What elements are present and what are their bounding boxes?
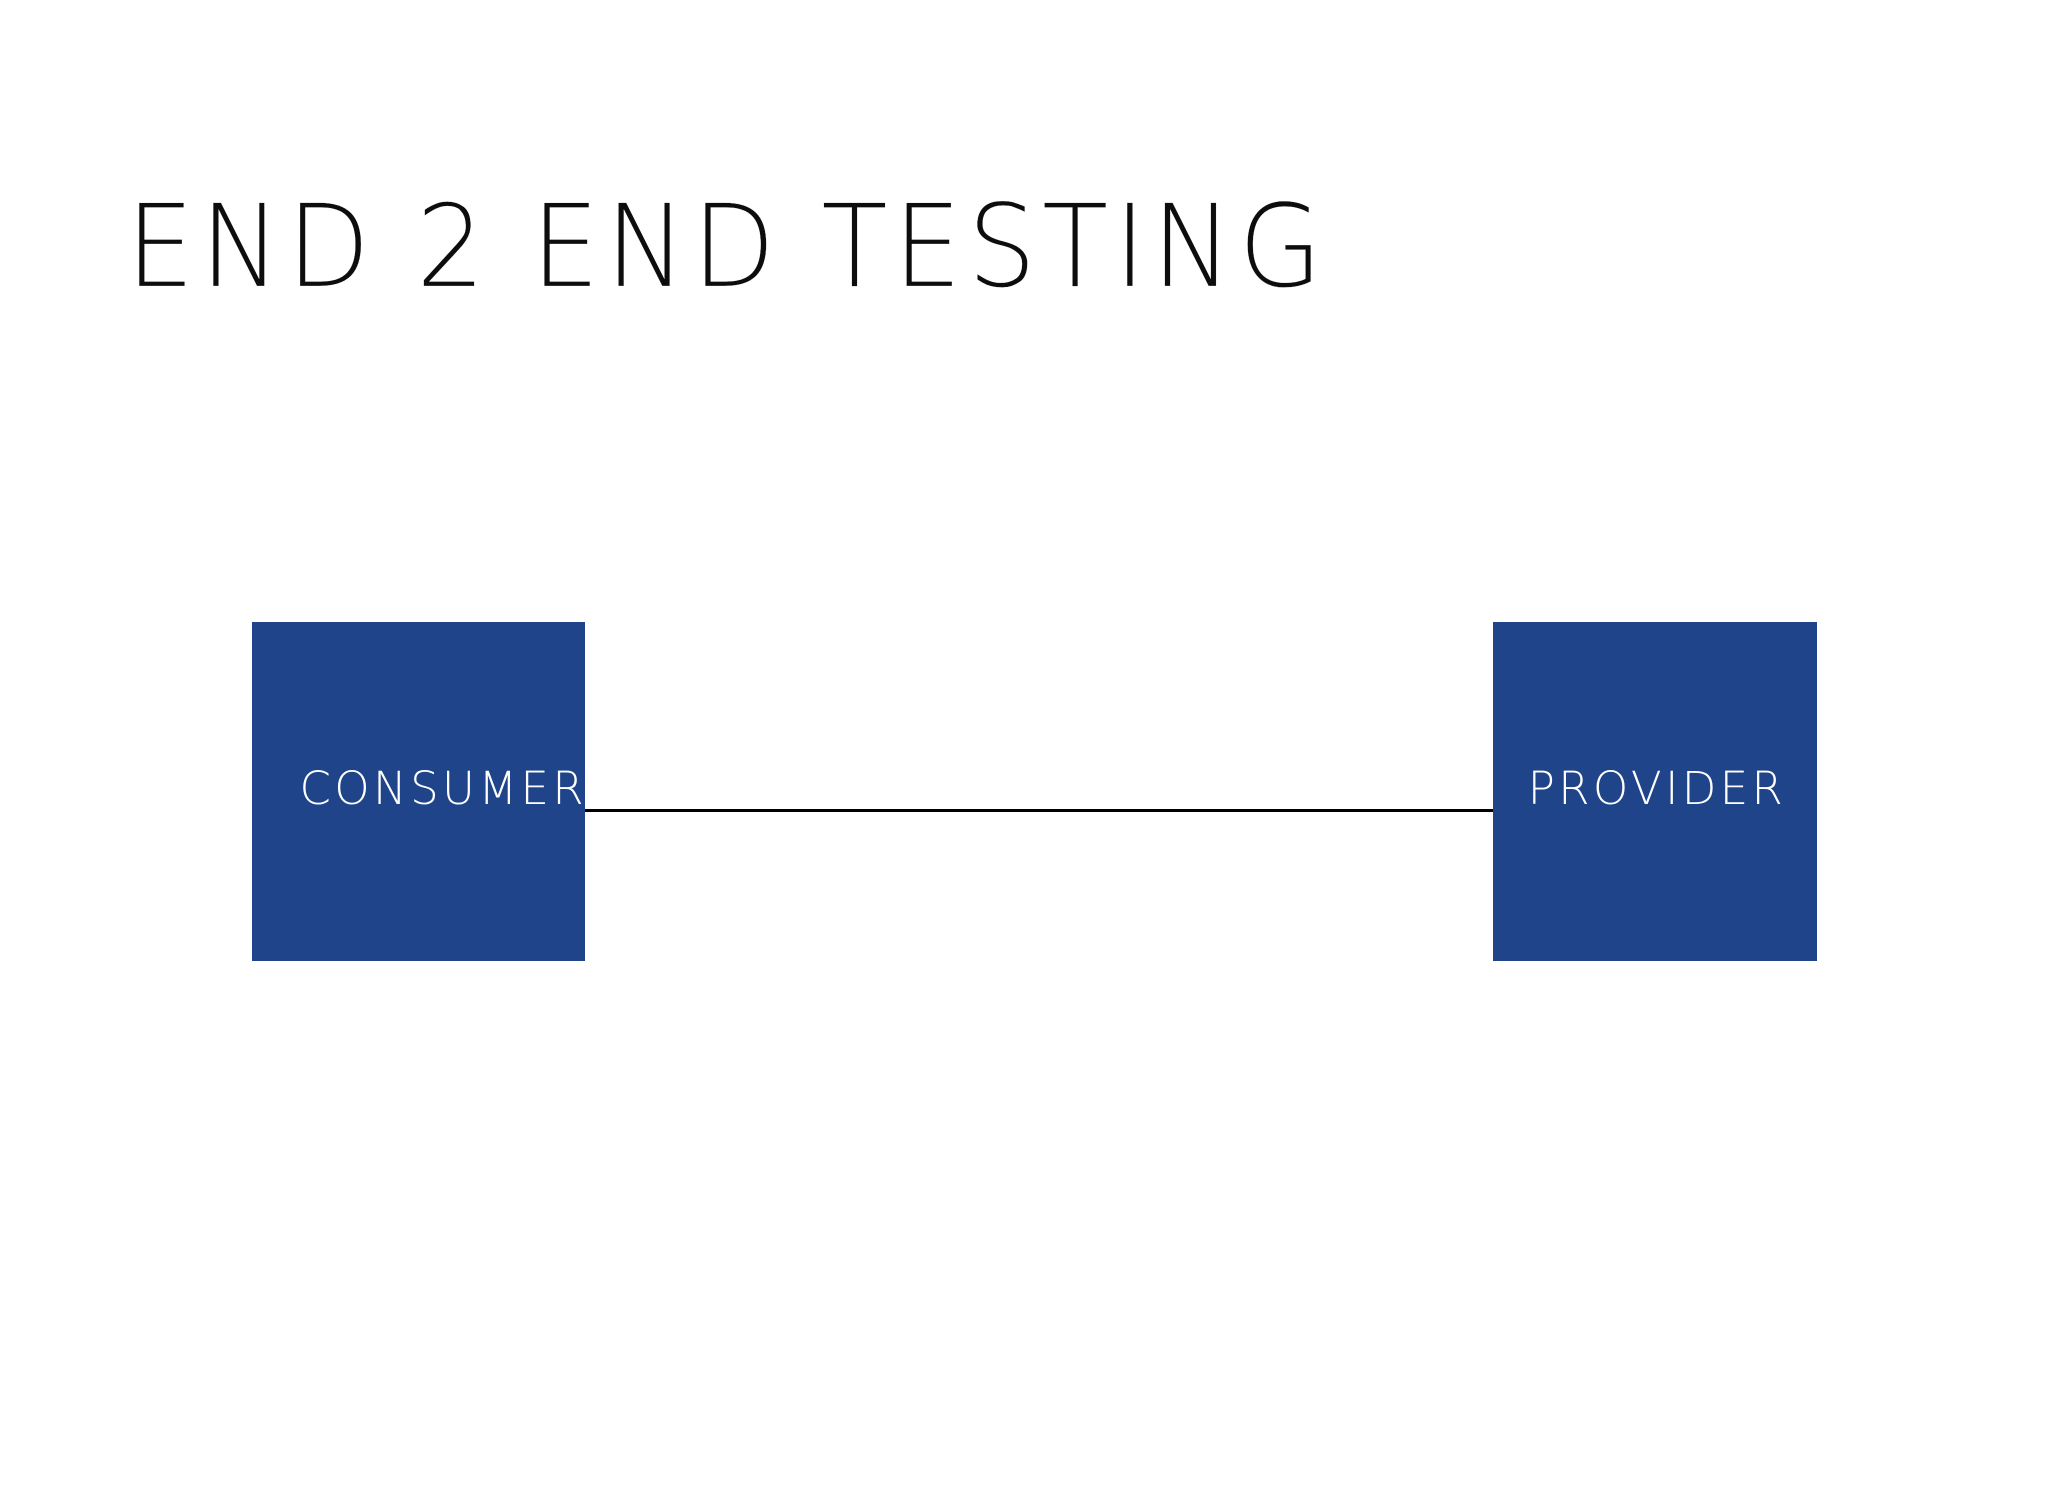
page-title: END 2 END TESTING [126,181,1329,314]
connector-consumer-to-provider [583,809,1495,812]
node-consumer-label: CONSUMER [299,762,587,815]
node-consumer[interactable]: CONSUMER [252,622,585,961]
node-provider[interactable]: PROVIDER [1493,622,1817,961]
node-provider-label: PROVIDER [1527,762,1787,815]
